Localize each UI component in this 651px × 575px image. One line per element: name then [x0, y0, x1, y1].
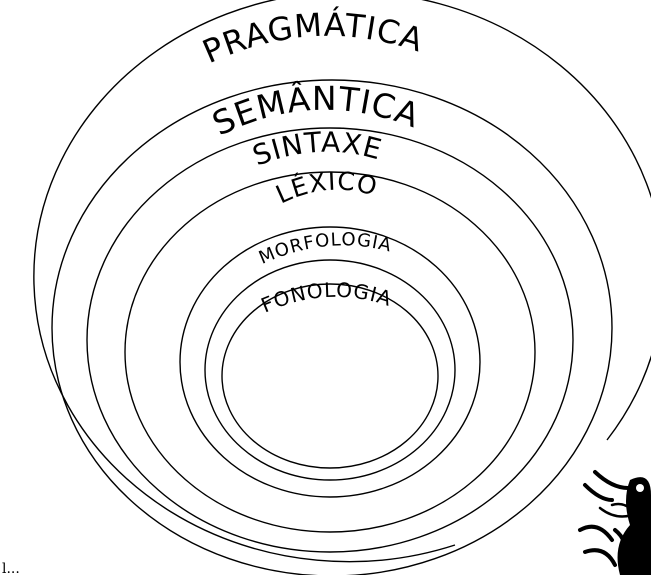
label-fonologia-text: FONOLOGIA [258, 278, 396, 318]
label-sintaxe-text: SINTAXE [248, 126, 385, 173]
ring-fonologia-inner [222, 284, 438, 468]
corner-text-fragment: l... [2, 561, 20, 575]
labels-group: PRAGMÁTICA SEMÂNTICA SINTAXE LÉXICO MORF… [197, 6, 428, 318]
label-lexico: LÉXICO [271, 166, 380, 209]
label-pragmatica: PRAGMÁTICA [197, 6, 428, 71]
insect-illustration-icon [580, 472, 651, 575]
label-sintaxe: SINTAXE [248, 126, 385, 173]
insect-eye-icon [636, 484, 644, 492]
ring-lexico [125, 172, 535, 532]
label-pragmatica-text: PRAGMÁTICA [197, 6, 428, 71]
label-fonologia: FONOLOGIA [258, 278, 396, 318]
ring-morfologia [180, 227, 480, 497]
label-lexico-text: LÉXICO [271, 166, 380, 209]
